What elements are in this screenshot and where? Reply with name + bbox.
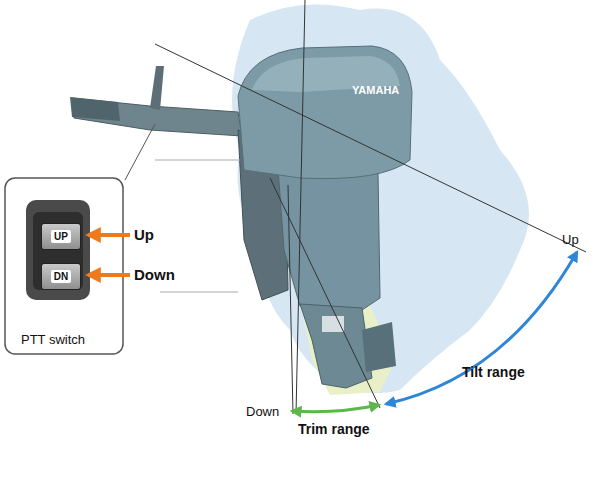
up-pointer: [88, 233, 130, 237]
switch-panel: [26, 200, 90, 300]
button-label: Up: [134, 226, 154, 243]
plate: [322, 316, 344, 332]
inset-frame: [5, 178, 123, 354]
engine-cowling: [238, 46, 412, 179]
trim-up-line: [270, 178, 380, 408]
range-label: Tilt range: [462, 364, 525, 380]
ghost-lower-unit: [300, 295, 395, 395]
switch-recess: [33, 212, 83, 290]
down-pointer: [88, 273, 130, 277]
tiller-grip: [70, 97, 120, 121]
tilt-range-arrow: [386, 252, 577, 404]
leader-line: [155, 160, 240, 161]
propeller: [362, 322, 396, 372]
reference-line: [296, 0, 305, 414]
button-label: Down: [134, 266, 175, 283]
trim-range-arrow: [292, 405, 379, 412]
position-label: Up: [562, 232, 579, 247]
button-text: UP: [51, 230, 71, 243]
throttle-lever: [150, 66, 164, 110]
button-text: DN: [51, 270, 71, 283]
reference-line: [288, 185, 293, 414]
tilt-up-line: [155, 44, 586, 252]
splash-background: [232, 4, 529, 393]
inset-caption: PTT switch: [21, 332, 85, 347]
switch-button: DN: [41, 263, 81, 290]
brand-label: YAMAHA: [352, 84, 399, 96]
leader-line: [125, 124, 155, 180]
midsection: [278, 168, 380, 310]
inset-box: PTT switch UP DN: [5, 178, 123, 354]
range-label: Trim range: [298, 421, 370, 437]
switch-button: UP: [41, 223, 81, 250]
position-label: Down: [246, 404, 279, 419]
leader-line: [160, 292, 238, 293]
